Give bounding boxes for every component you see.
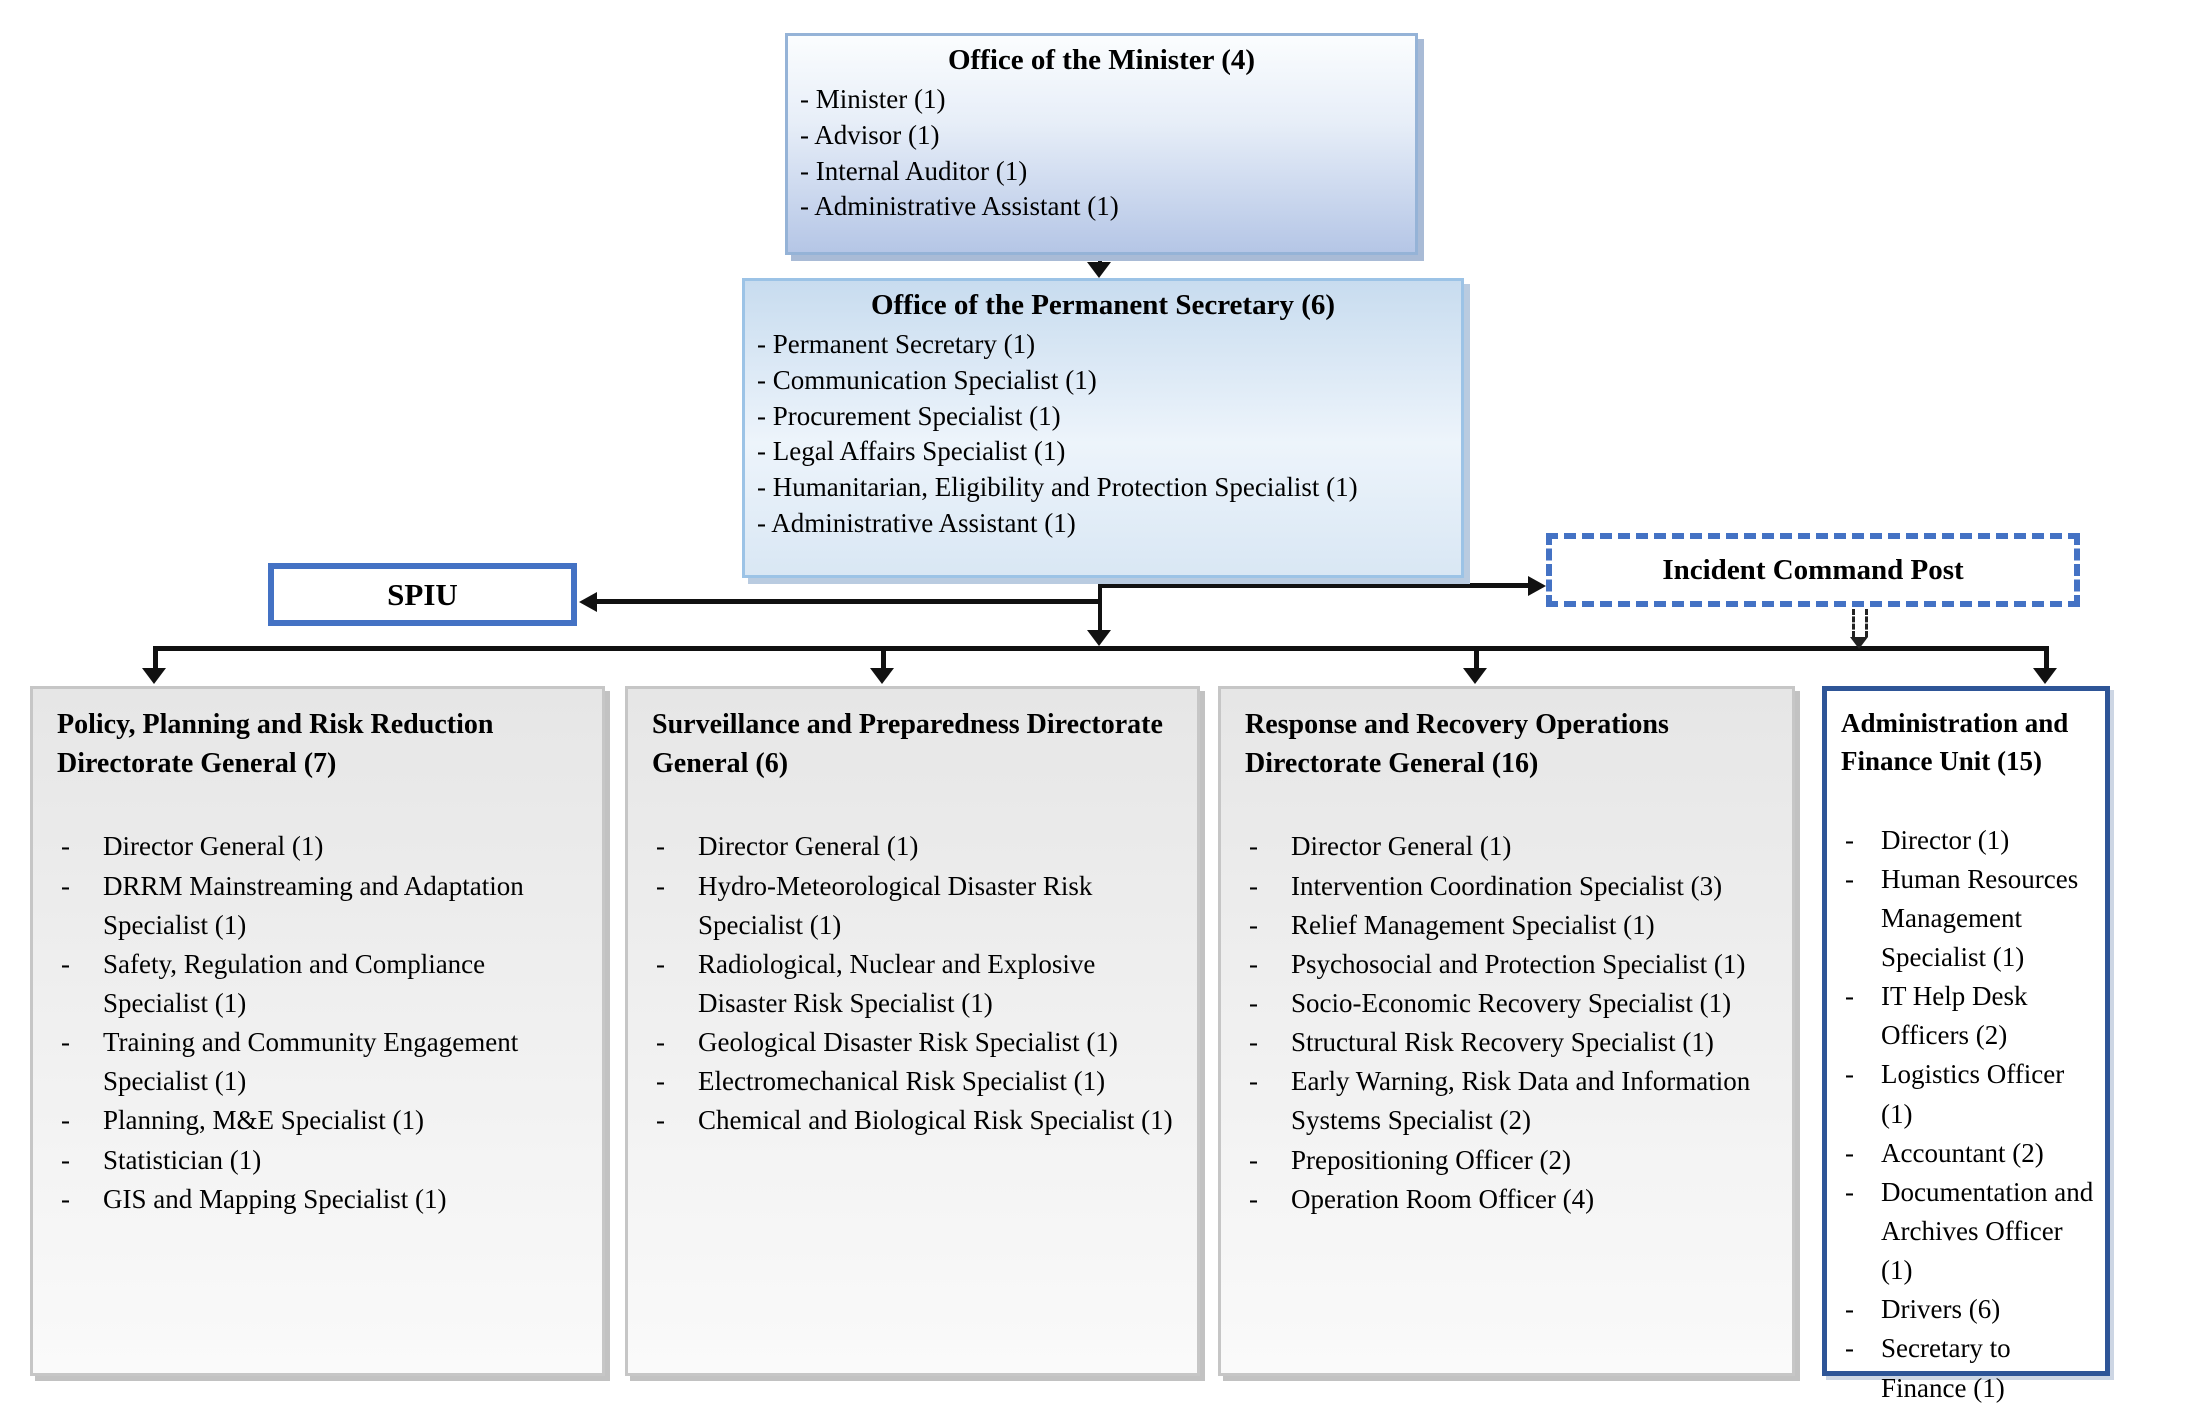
administration-finance-unit-box: Administration and Finance Unit (15) Dir…	[1822, 686, 2110, 1403]
directorate-staff-item: Electromechanical Risk Specialist (1)	[652, 1062, 1187, 1101]
permanent-secretary-box-item: Permanent Secretary (1)	[757, 327, 1455, 363]
drop-line-directorate-3	[1474, 646, 1479, 670]
directorate-staff-item: Operation Room Officer (4)	[1245, 1180, 1782, 1219]
permanent-secretary-box-item: Legal Affairs Specialist (1)	[757, 434, 1455, 470]
directorate-staff-item: Secretary to Finance (1)	[1841, 1329, 2097, 1407]
directorate-staff-item: Accountant (2)	[1841, 1134, 2097, 1173]
permanent-secretary-box-item: Procurement Specialist (1)	[757, 399, 1455, 435]
minister-box-item: Advisor (1)	[800, 118, 1409, 154]
incident-command-post-box: Incident Command Post	[1546, 533, 2080, 607]
branch-line	[153, 646, 2049, 651]
drop-line-directorate-1	[153, 646, 158, 670]
spiu-box: SPIU	[268, 563, 577, 626]
directorate-staff-item: Hydro-Meteorological Disaster Risk Speci…	[652, 867, 1187, 945]
directorate-staff-item: Training and Community Engagement Specia…	[57, 1023, 592, 1101]
directorate-staff-item: GIS and Mapping Specialist (1)	[57, 1180, 592, 1219]
directorate-staff-item: Human Resources Management Specialist (1…	[1841, 860, 2097, 977]
arrowhead-right-to-icp	[1528, 576, 1546, 596]
minister-box: Office of the Minister (4) Minister (1)A…	[785, 33, 1418, 255]
connector-ps-to-icp	[1100, 583, 1528, 588]
response-recovery-directorate-title: Response and Recovery Operations Directo…	[1245, 709, 1669, 780]
permanent-secretary-box-item: Communication Specialist (1)	[757, 363, 1455, 399]
response-recovery-directorate-box: Response and Recovery Operations Directo…	[1218, 686, 1795, 1376]
directorate-staff-item: Safety, Regulation and Compliance Specia…	[57, 945, 592, 1023]
dashed-arrowhead-icp	[1850, 637, 1868, 649]
arrowhead-down-directorate-4	[2033, 668, 2057, 684]
policy-planning-directorate-list: Director General (1)DRRM Mainstreaming a…	[57, 827, 592, 1218]
minister-box-item: Administrative Assistant (1)	[800, 189, 1409, 225]
policy-planning-directorate-title: Policy, Planning and Risk Reduction Dire…	[57, 709, 494, 780]
directorate-staff-item: Statistician (1)	[57, 1141, 592, 1180]
directorate-staff-item: Radiological, Nuclear and Explosive Disa…	[652, 945, 1187, 1023]
surveillance-preparedness-directorate-title: Surveillance and Preparedness Directorat…	[652, 709, 1163, 780]
dashed-connector-icp-to-branch	[1852, 609, 1868, 637]
arrowhead-down-to-ps	[1087, 262, 1111, 278]
minister-box-item: Minister (1)	[800, 82, 1409, 118]
minister-box-list: Minister (1)Advisor (1)Internal Auditor …	[788, 82, 1415, 226]
spiu-label: SPIU	[387, 576, 458, 612]
arrowhead-down-directorate-1	[142, 668, 166, 684]
directorate-staff-item: Socio-Economic Recovery Specialist (1)	[1245, 984, 1782, 1023]
surveillance-preparedness-directorate-box: Surveillance and Preparedness Directorat…	[625, 686, 1200, 1376]
permanent-secretary-box-list: Permanent Secretary (1)Communication Spe…	[745, 327, 1461, 542]
drop-line-directorate-2	[881, 646, 886, 670]
directorate-staff-item: Documentation and Archives Officer (1)	[1841, 1173, 2097, 1290]
arrowhead-down-to-branch	[1087, 630, 1111, 646]
directorate-staff-item: Drivers (6)	[1841, 1290, 2097, 1329]
permanent-secretary-box-item: Humanitarian, Eligibility and Protection…	[757, 470, 1455, 506]
response-recovery-directorate-list: Director General (1)Intervention Coordin…	[1245, 827, 1782, 1218]
administration-finance-unit-title: Administration and Finance Unit (15)	[1841, 708, 2069, 776]
permanent-secretary-box-title: Office of the Permanent Secretary (6)	[870, 289, 1336, 321]
directorate-staff-item: Director General (1)	[652, 827, 1187, 866]
directorate-staff-item: Director General (1)	[57, 827, 592, 866]
arrowhead-down-directorate-3	[1463, 668, 1487, 684]
incident-command-post-label: Incident Command Post	[1662, 553, 1964, 586]
surveillance-preparedness-directorate-list: Director General (1)Hydro-Meteorological…	[652, 827, 1187, 1140]
connector-ps-to-branch	[1098, 565, 1102, 632]
drop-line-directorate-4	[2044, 646, 2049, 670]
connector-ps-to-spiu	[597, 599, 1100, 604]
minister-box-item: Internal Auditor (1)	[800, 154, 1409, 190]
directorate-staff-item: Director General (1)	[1245, 827, 1782, 866]
directorate-staff-item: Prepositioning Officer (2)	[1245, 1141, 1782, 1180]
directorate-staff-item: Psychosocial and Protection Specialist (…	[1245, 945, 1782, 984]
directorate-staff-item: Logistics Officer (1)	[1841, 1055, 2097, 1133]
directorate-staff-item: Early Warning, Risk Data and Information…	[1245, 1062, 1782, 1140]
directorate-staff-item: DRRM Mainstreaming and Adaptation Specia…	[57, 867, 592, 945]
directorate-staff-item: Relief Management Specialist (1)	[1245, 906, 1782, 945]
permanent-secretary-box-item: Administrative Assistant (1)	[757, 506, 1455, 542]
directorate-staff-item: Intervention Coordination Specialist (3)	[1245, 867, 1782, 906]
administration-finance-unit-list: Director (1)Human Resources Management S…	[1841, 821, 2097, 1408]
directorate-staff-item: Director (1)	[1841, 821, 2097, 860]
permanent-secretary-box: Office of the Permanent Secretary (6) Pe…	[742, 278, 1464, 578]
policy-planning-directorate-box: Policy, Planning and Risk Reduction Dire…	[30, 686, 605, 1376]
directorate-staff-item: Geological Disaster Risk Specialist (1)	[652, 1023, 1187, 1062]
directorate-staff-item: Structural Risk Recovery Specialist (1)	[1245, 1023, 1782, 1062]
minister-box-title: Office of the Minister (4)	[947, 44, 1256, 76]
arrowhead-left-to-spiu	[579, 592, 597, 612]
directorate-staff-item: Planning, M&E Specialist (1)	[57, 1101, 592, 1140]
arrowhead-down-directorate-2	[870, 668, 894, 684]
directorate-staff-item: IT Help Desk Officers (2)	[1841, 977, 2097, 1055]
directorate-staff-item: Chemical and Biological Risk Specialist …	[652, 1101, 1187, 1140]
